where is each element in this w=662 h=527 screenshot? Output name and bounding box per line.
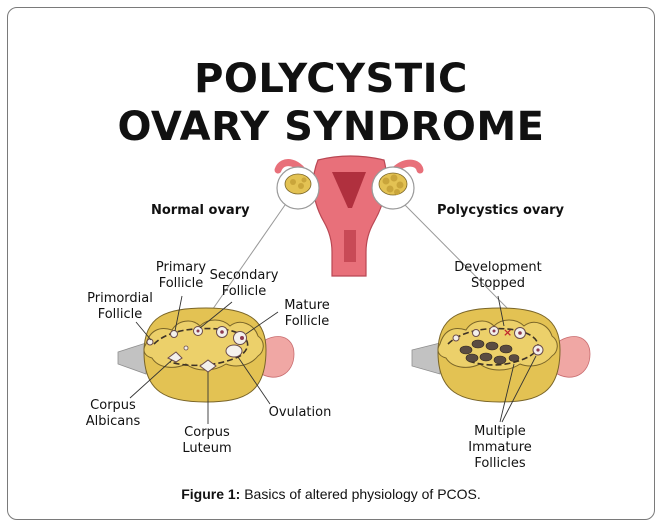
primary-follicle xyxy=(171,331,178,338)
stray-follicle xyxy=(184,346,188,350)
ligament-left xyxy=(118,343,146,374)
label-ovulation: Ovulation xyxy=(262,405,338,421)
polycystic-ovary: × xyxy=(412,308,590,402)
ovulation-site xyxy=(226,345,242,357)
ligament-right xyxy=(412,343,440,374)
figure-caption: Figure 1: Basics of altered physiology o… xyxy=(0,486,662,502)
heading-polycystic-ovary: Polycystics ovary xyxy=(437,203,564,218)
caption-label: Figure 1: xyxy=(181,486,240,502)
heading-normal-ovary: Normal ovary xyxy=(151,203,250,218)
cervix xyxy=(344,230,356,262)
caption-text: Basics of altered physiology of PCOS. xyxy=(244,486,481,502)
primordial-follicle xyxy=(147,339,153,345)
small-ovary-right xyxy=(379,173,407,195)
development-stop-mark: × xyxy=(503,326,512,339)
small-ovary-left xyxy=(285,174,311,194)
